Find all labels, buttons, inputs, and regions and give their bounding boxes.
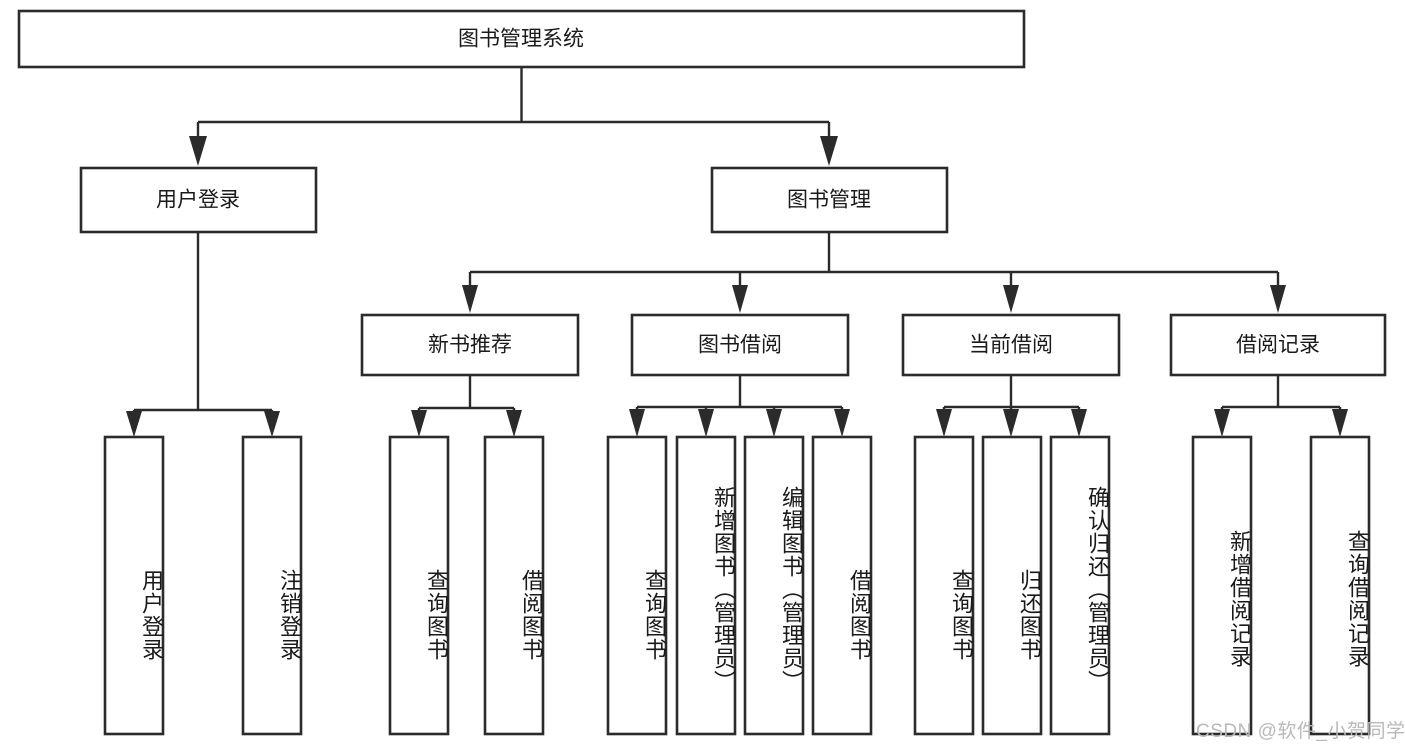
arrow-head-nbr-leaf-2	[506, 410, 522, 437]
connector-group-book-borrow	[629, 375, 850, 437]
leaf-box-user-login-2[interactable]	[241, 435, 303, 736]
node-borrow-record-label: 借阅记录	[1236, 334, 1320, 357]
node-user-login-box[interactable]	[79, 166, 318, 234]
node-user-login[interactable]: 用户登录	[79, 166, 318, 234]
arrow-head-bb-leaf-3	[766, 409, 782, 437]
leaf-box-current-borrow-2[interactable]	[981, 435, 1043, 736]
node-book-borrow-label: 图书借阅	[698, 334, 782, 357]
node-new-book-recommend[interactable]: 新书推荐	[360, 313, 580, 377]
connector-group-borrow-record	[1214, 375, 1348, 437]
leaf-box-new-book-recommend-1[interactable]	[388, 435, 450, 736]
node-current-borrow[interactable]: 当前借阅	[901, 313, 1121, 377]
leaf-box-current-borrow-1[interactable]	[913, 435, 975, 736]
connector-group-user-login	[126, 232, 280, 437]
connector-group-new-book-recommend	[411, 375, 522, 437]
arrow-head-bb-leaf-2	[698, 409, 714, 437]
arrow-head-br-leaf-2	[1332, 409, 1348, 437]
leaf-box-borrow-record-2[interactable]	[1309, 435, 1371, 736]
arrow-head-br-leaf-1	[1214, 409, 1230, 437]
arrow-head-bb-leaf-4	[834, 409, 850, 437]
node-book-manage[interactable]: 图书管理	[710, 166, 949, 234]
arrow-head-bb-leaf-1	[629, 409, 645, 437]
arrow-head-current-borrow	[1003, 285, 1019, 313]
connector-group-current-borrow	[936, 375, 1087, 437]
node-borrow-record[interactable]: 借阅记录	[1169, 313, 1387, 377]
arrow-head-leaf-logout	[264, 411, 280, 437]
node-new-book-recommend-label: 新书推荐	[428, 334, 512, 357]
leaf-box-borrow-record-1[interactable]	[1191, 435, 1253, 736]
node-user-login-label: 用户登录	[156, 189, 240, 212]
node-current-borrow-label: 当前借阅	[969, 334, 1053, 357]
arrow-head-book-borrow	[732, 285, 748, 313]
arrow-head-cb-leaf-2	[1003, 409, 1019, 437]
node-new-book-recommend-box[interactable]	[360, 313, 580, 377]
node-current-borrow-box[interactable]	[901, 313, 1121, 377]
node-book-manage-label: 图书管理	[787, 189, 871, 212]
leaf-box-book-borrow-3[interactable]	[743, 435, 805, 736]
arrow-head-cb-leaf-1	[936, 409, 952, 437]
node-borrow-record-box[interactable]	[1169, 313, 1387, 377]
node-book-borrow-box[interactable]	[630, 313, 850, 377]
arrow-head-user-login	[189, 136, 207, 166]
leaf-box-current-borrow-3[interactable]	[1049, 435, 1111, 736]
watermark-text: CSDN @软件_小贺同学	[1196, 721, 1405, 742]
connector-group-book-manage	[462, 232, 1286, 313]
leaf-box-new-book-recommend-2[interactable]	[483, 435, 545, 736]
leaf-box-user-login-1[interactable]	[103, 435, 165, 736]
arrow-head-new-book-recommend	[462, 285, 478, 313]
leaf-box-book-borrow-1[interactable]	[606, 435, 668, 736]
node-root-box[interactable]	[17, 9, 1026, 69]
connector-group-root	[189, 67, 838, 166]
leaf-box-book-borrow-4[interactable]	[811, 435, 873, 736]
arrow-head-borrow-record	[1270, 285, 1286, 313]
node-book-borrow[interactable]: 图书借阅	[630, 313, 850, 377]
node-book-manage-box[interactable]	[710, 166, 949, 234]
arrow-head-book-manage	[820, 136, 838, 166]
node-root[interactable]: 图书管理系统	[17, 9, 1026, 69]
node-root-label: 图书管理系统	[458, 28, 584, 51]
arrow-head-cb-leaf-3	[1071, 409, 1087, 437]
arrow-head-leaf-user-login	[126, 411, 142, 437]
leaf-box-book-borrow-2[interactable]	[675, 435, 737, 736]
arrow-head-nbr-leaf-1	[411, 410, 427, 437]
